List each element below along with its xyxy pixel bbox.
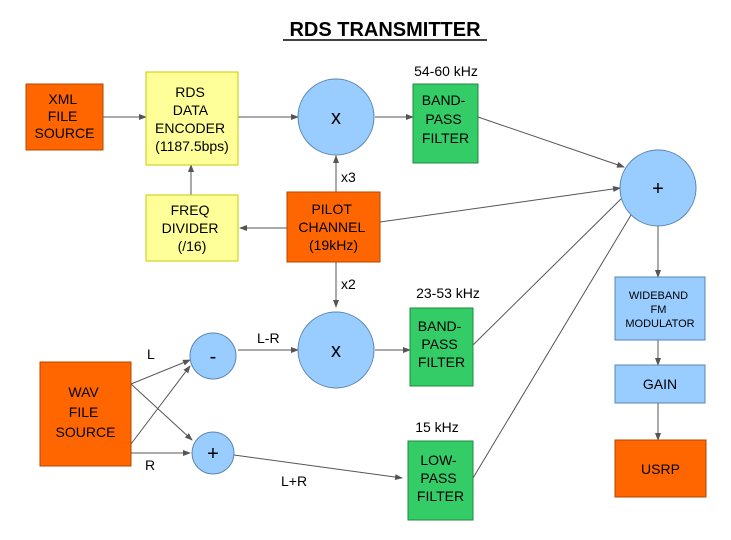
- svg-text:WIDEBAND FM MODULA: WIDEBAND FM MODULATOR: [625, 290, 694, 330]
- l-label: L: [147, 346, 155, 362]
- svg-text:BAND- PASS FILTER: BAND- PASS FILTER: [418, 318, 465, 370]
- freq-divider-block: FREQ DIVIDER (/16): [145, 194, 239, 262]
- xml-file-source-block: XML FILE SOURCE: [25, 83, 104, 151]
- bandpass-filter-mid-block: BAND- PASS FILTER: [409, 307, 474, 387]
- multiplier-mid: x: [297, 311, 375, 389]
- l-minus-r-label: L-R: [257, 330, 280, 346]
- usrp-block: USRP: [614, 439, 707, 498]
- lowpass-filter-block: LOW- PASS FILTER: [407, 440, 474, 521]
- x2-label: x2: [341, 276, 356, 292]
- lpf-freq-label: 15 kHz: [415, 419, 459, 435]
- bpf-top-freq-label: 54-60 kHz: [414, 63, 478, 79]
- svg-text:RDS DATA ENCODER: RDS DATA ENCODER (1187.5bps): [155, 84, 229, 154]
- svg-text:XML FILE SOURCE: XML FILE SOURCE: [35, 91, 95, 141]
- svg-text:+: +: [207, 443, 219, 465]
- x3-label: x3: [341, 169, 356, 185]
- bandpass-filter-top-block: BAND- PASS FILTER: [412, 83, 479, 164]
- wav-file-source-block: WAV FILE SOURCE: [39, 361, 132, 467]
- wire-bpf-mid-to-sum: [472, 192, 628, 346]
- svg-text:x: x: [331, 340, 341, 362]
- sum-lr-node: +: [191, 431, 235, 475]
- svg-text:USRP: USRP: [641, 461, 680, 477]
- svg-text:FREQ DIVIDER (/16): FREQ DIVIDER (/16): [162, 202, 223, 254]
- svg-text:GAIN: GAIN: [643, 376, 677, 392]
- r-label: R: [145, 457, 155, 473]
- wire-wav-l-to-sum: [130, 383, 193, 441]
- multiplier-top: x: [297, 78, 375, 156]
- svg-text:BAND- PASS FILTER: BAND- PASS FILTER: [422, 92, 469, 146]
- bpf-mid-freq-label: 23-53 kHz: [416, 285, 480, 301]
- svg-text:x: x: [331, 107, 341, 129]
- rds-data-encoder-block: RDS DATA ENCODER (1187.5bps): [145, 71, 239, 166]
- wire-bpf-to-sum: [477, 116, 625, 168]
- svg-text:-: -: [210, 346, 217, 368]
- svg-text:WAV FILE SOURCE: WAV FILE SOURCE: [56, 384, 116, 440]
- wire-sum-lr-to-lpf: [233, 454, 403, 481]
- diagram-title: RDS TRANSMITTER: [289, 19, 481, 41]
- pilot-channel-block: PILOT CHANNEL (19kHz): [286, 191, 381, 263]
- wideband-fm-modulator-block: WIDEBAND FM MODULATOR: [614, 276, 706, 341]
- difference-node: -: [189, 332, 237, 380]
- svg-text:PILOT CHANNEL (19k: PILOT CHANNEL (19kHz): [298, 201, 368, 253]
- wire-lpf-to-sum: [472, 199, 641, 479]
- gain-block: GAIN: [614, 364, 706, 404]
- svg-text:+: +: [652, 178, 664, 200]
- wire-wav-r-to-diff: [130, 365, 191, 445]
- summer-main: +: [619, 149, 697, 227]
- svg-text:LOW- PASS FILTER: LOW- PASS FILTER: [417, 452, 464, 504]
- wire-wav-l-to-diff: [130, 359, 191, 385]
- connections: [103, 114, 661, 481]
- wire-pilot-to-sum: [379, 186, 621, 223]
- l-plus-r-label: L+R: [281, 473, 307, 489]
